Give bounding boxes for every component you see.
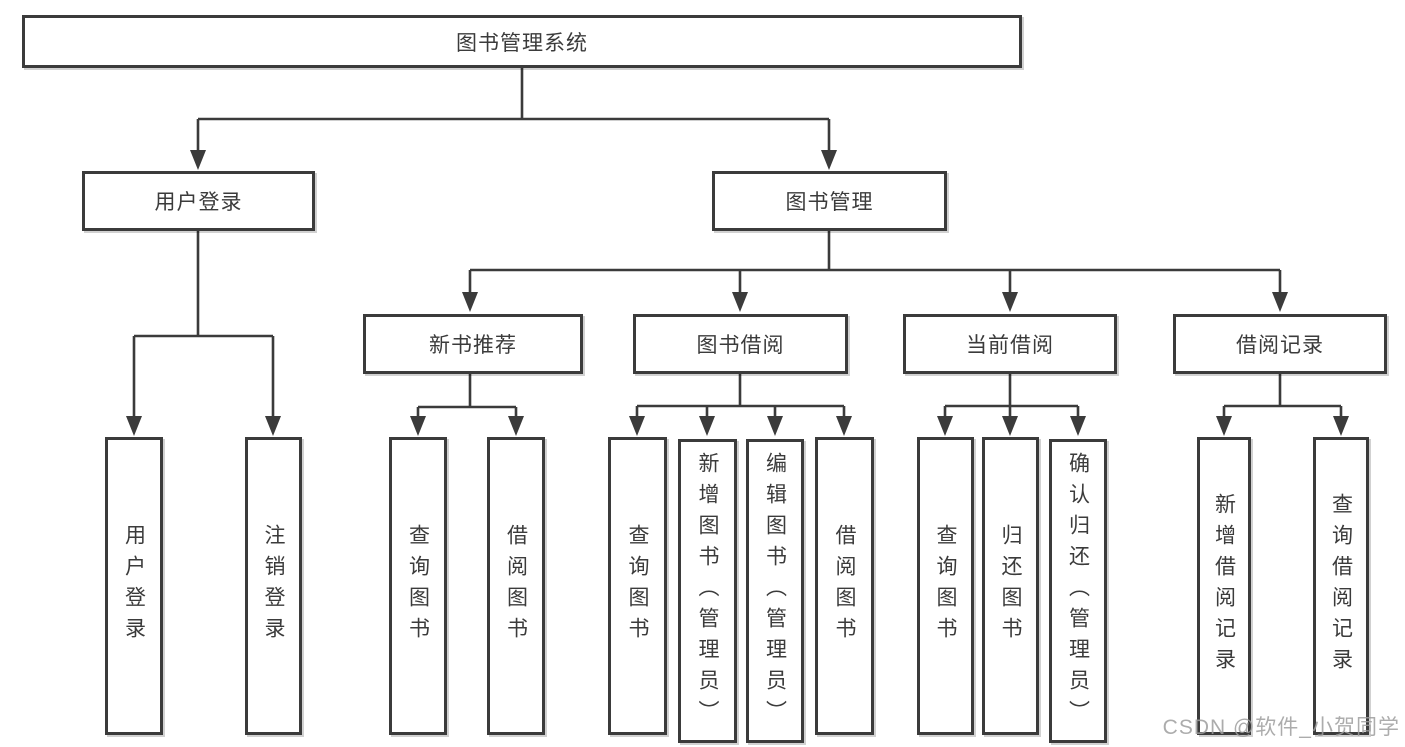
leaf-borrow-add-books-admin: 新增图书（管理员） [678,439,737,743]
csdn-watermark: CSDN @软件_小贺同学 [1162,716,1400,739]
tree-edges [132,68,1343,420]
leaf-newbook-query-books: 查询图书 [389,437,447,735]
leaf-borrow-edit-books-admin: 编辑图书（管理员） [746,439,804,743]
leaf-user-login: 用户登录 [105,437,163,735]
leaf-records-query-record: 查询借阅记录 [1313,437,1369,735]
node-new-book-recommend: 新书推荐 [363,314,583,374]
node-book-management: 图书管理 [712,171,947,231]
node-book-borrowing: 图书借阅 [633,314,848,374]
leaf-borrow-borrow-books: 借阅图书 [815,437,874,735]
leaf-records-add-record: 新增借阅记录 [1197,437,1251,735]
leaf-current-query-books: 查询图书 [917,437,974,735]
leaf-logout: 注销登录 [245,437,302,735]
leaf-newbook-borrow-books: 借阅图书 [487,437,545,735]
arrowheads [126,150,1349,436]
node-borrowing-records: 借阅记录 [1173,314,1387,374]
leaf-borrow-query-books: 查询图书 [608,437,667,735]
node-user-login: 用户登录 [82,171,315,231]
leaf-current-confirm-return-admin: 确认归还（管理员） [1049,439,1107,743]
node-library-management-system: 图书管理系统 [22,15,1022,68]
node-current-borrowing: 当前借阅 [903,314,1117,374]
leaf-current-return-books: 归还图书 [982,437,1039,735]
